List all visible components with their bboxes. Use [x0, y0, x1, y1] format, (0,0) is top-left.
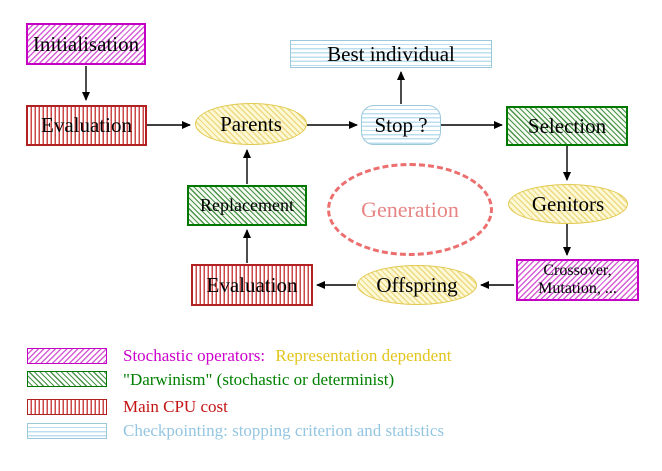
legend-swatch-stochastic-operators: [27, 348, 107, 364]
node-offspring-ellipse: Offspring: [357, 265, 477, 305]
node-offspring-label: Offspring: [376, 272, 458, 297]
legend-swatch-cpu-cost: [27, 399, 107, 415]
node-crossover-mutation: Crossover, Mutation, ...: [516, 259, 639, 301]
legend-text-stochastic-operators: Stochastic operators:: [123, 346, 266, 365]
generation-label: Generation: [361, 196, 459, 222]
node-evaluation-bottom: Evaluation: [191, 264, 313, 306]
node-replacement-label: Replacement: [200, 195, 294, 215]
legend-item-stochastic-operators: Stochastic operators: Representation dep…: [123, 346, 451, 366]
node-evaluation-top: Evaluation: [26, 105, 147, 146]
node-stop-label: Stop ?: [374, 112, 428, 137]
node-initialisation-label: Initialisation: [32, 31, 140, 56]
node-genitors-label: Genitors: [531, 191, 605, 216]
node-crossover-label-line1: Crossover,: [543, 261, 612, 279]
generation-loop-ellipse: Generation: [327, 163, 493, 256]
node-genitors-ellipse: Genitors: [508, 184, 628, 224]
legend-item-darwinism: "Darwinism" (stochastic or determinist): [123, 370, 395, 389]
node-initialisation: Initialisation: [26, 23, 146, 65]
node-parents-ellipse: Parents: [195, 103, 307, 145]
legend-swatch-darwinism: [27, 371, 107, 387]
node-best-individual-label: Best individual: [327, 41, 455, 66]
legend-item-checkpointing: Checkpointing: stopping criterion and st…: [123, 421, 445, 440]
node-best-individual: Best individual: [290, 40, 492, 68]
node-evaluation-top-label: Evaluation: [41, 113, 132, 137]
node-parents-label: Parents: [220, 111, 282, 136]
legend-item-cpu-cost: Main CPU cost: [123, 397, 228, 416]
legend-swatch-checkpointing: [27, 423, 107, 439]
node-stop: Stop ?: [361, 105, 441, 145]
node-selection-label: Selection: [527, 113, 607, 138]
legend-text-representation-dependent: Representation dependent: [275, 346, 452, 365]
node-evaluation-bottom-label: Evaluation: [206, 272, 298, 297]
node-replacement: Replacement: [187, 185, 307, 226]
node-crossover-label-line2: Mutation, ...: [538, 280, 617, 297]
node-selection: Selection: [506, 106, 628, 146]
